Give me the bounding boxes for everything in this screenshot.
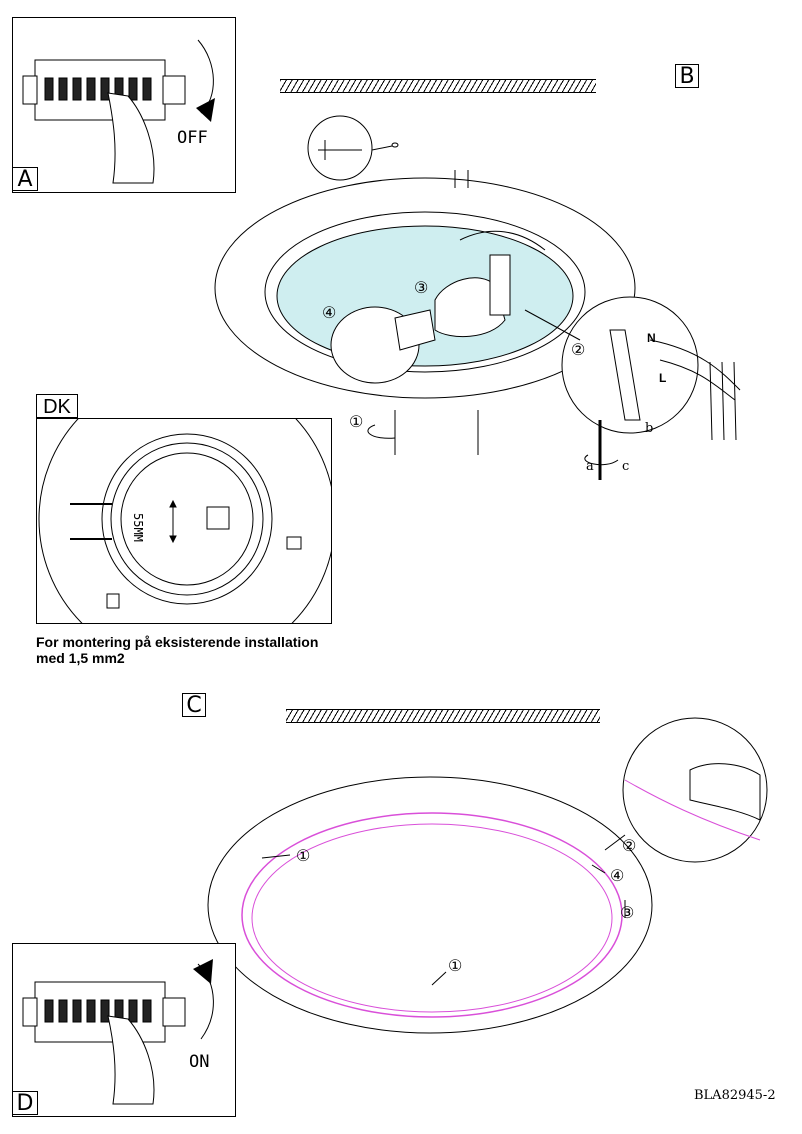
step-marker-3-c: ③ xyxy=(620,905,635,922)
step-marker-4-b: ④ xyxy=(322,305,337,322)
panel-d: ON xyxy=(12,943,236,1117)
ceiling-hatch-b xyxy=(280,79,596,93)
tool-label-b: b xyxy=(645,421,654,436)
step-marker-1-c-bottom: ① xyxy=(448,958,463,975)
panel-a: OFF xyxy=(12,17,236,193)
breaker-on-illustration xyxy=(22,959,214,1105)
step-marker-3-b: ③ xyxy=(414,280,429,297)
panel-tag-b: B xyxy=(675,64,699,89)
off-label: OFF xyxy=(177,128,208,148)
note-line-2: med 1,5 mm2 xyxy=(36,650,125,666)
breaker-off-illustration xyxy=(22,39,215,184)
wire-label-l: L xyxy=(659,371,667,385)
tool-label-a: a xyxy=(586,459,594,474)
step-marker-2-c: ② xyxy=(622,838,637,855)
step-marker-2-b: ② xyxy=(571,342,586,359)
step-marker-1-b: ① xyxy=(349,414,364,431)
panel-dk: 55MM xyxy=(36,418,332,624)
mounting-plate-illustration xyxy=(38,419,331,623)
panel-tag-a: A xyxy=(12,167,38,192)
step-marker-1-c-left: ① xyxy=(296,848,311,865)
panel-tag-dk: DK xyxy=(36,394,78,418)
document-code: BLA82945-2 xyxy=(694,1088,776,1103)
tool-label-c: c xyxy=(622,459,630,474)
step-marker-4-c: ④ xyxy=(610,868,625,885)
wire-label-n: N xyxy=(647,331,656,345)
panel-tag-d: D xyxy=(12,1091,38,1116)
on-label: ON xyxy=(189,1052,210,1072)
panel-tag-c: C xyxy=(182,693,206,718)
ceiling-hatch-c xyxy=(286,709,600,723)
note-line-1: For montering på eksisterende installati… xyxy=(36,634,319,650)
